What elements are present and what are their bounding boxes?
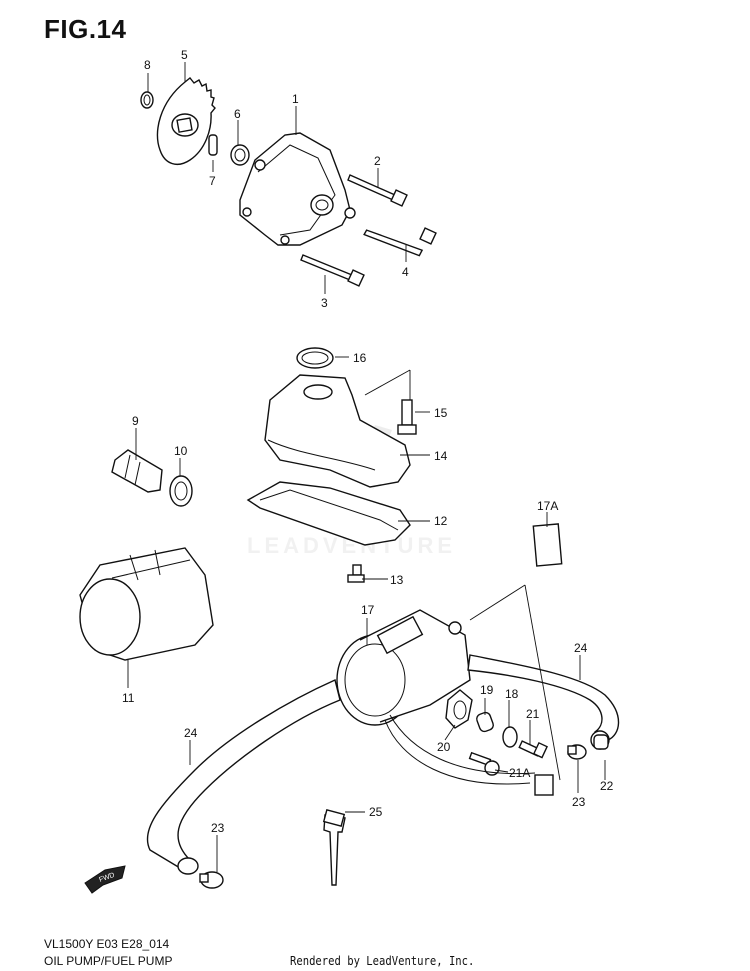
section-name: OIL PUMP/FUEL PUMP: [44, 954, 173, 968]
callout-23-left: 23: [211, 821, 225, 835]
callout-15: 15: [434, 406, 448, 420]
callout-13: 13: [390, 573, 404, 587]
oil-pump-gear: [156, 77, 216, 166]
callout-2: 2: [374, 154, 381, 168]
oil-pump-assembly: [239, 132, 356, 246]
callout-10: 10: [174, 444, 188, 458]
callout-17a: 17A: [537, 499, 558, 513]
callout-16: 16: [353, 351, 367, 365]
dowel-pin: [208, 134, 218, 156]
callout-14: 14: [434, 449, 448, 463]
drain-plug-gasket: [169, 475, 193, 507]
leader-lines: [127, 62, 606, 872]
callout-23-right: 23: [572, 795, 586, 809]
bolt-13: [347, 564, 365, 583]
fuel-pump-label-17a: [532, 523, 563, 567]
callout-25: 25: [369, 805, 383, 819]
callout-1: 1: [292, 92, 299, 106]
bolt-15: [397, 399, 417, 435]
oil-pump-o-ring: [230, 144, 250, 166]
callout-4: 4: [402, 265, 409, 279]
oil-strainer: [246, 481, 411, 546]
callout-8: 8: [144, 58, 151, 72]
callout-7: 7: [209, 174, 216, 188]
hose-clamp-left: [199, 871, 224, 889]
callout-12: 12: [434, 514, 448, 528]
oil-strainer-cover: [264, 374, 411, 488]
bolt-4: [363, 227, 437, 257]
callout-21: 21: [526, 707, 540, 721]
callout-18: 18: [505, 687, 519, 701]
washer-18: [502, 726, 518, 748]
callout-24-left: 24: [184, 726, 198, 740]
callout-9: 9: [132, 414, 139, 428]
callout-19: 19: [480, 683, 494, 697]
fuel-pump-wiring: [384, 714, 554, 796]
cable-tie: [322, 809, 346, 886]
circlip: [140, 91, 154, 109]
callout-22: 22: [600, 779, 614, 793]
callouts: 8 5 6 7 1 2 4 3 16 15 14 12 13 9 10 11 1…: [122, 48, 614, 835]
callout-24-right: 24: [574, 641, 588, 655]
callout-3: 3: [321, 296, 328, 310]
fuel-pump: [336, 609, 471, 726]
model-code: VL1500Y E03 E28_014: [44, 937, 170, 951]
rendered-by-credit: Rendered by LeadVenture, Inc.: [290, 954, 475, 968]
fig-title: FIG.14: [44, 14, 127, 44]
hose-end-22: [593, 734, 609, 750]
bolt-21: [518, 740, 548, 759]
bolt-2: [347, 174, 408, 207]
callout-5: 5: [181, 48, 188, 62]
callout-6: 6: [234, 107, 241, 121]
callout-20: 20: [437, 740, 451, 754]
callout-17: 17: [361, 603, 375, 617]
callout-21a: 21A: [509, 766, 530, 780]
collar-19: [476, 711, 494, 733]
callout-11: 11: [122, 691, 135, 705]
fuel-hose-left: [146, 679, 341, 875]
oil-cooler-o-ring: [296, 347, 334, 369]
fwd-arrow-icon: FWD: [84, 865, 126, 894]
bolt-3: [300, 254, 365, 287]
cushion-20: [445, 689, 473, 729]
hose-clamp-right: [567, 744, 587, 760]
oil-filter: [79, 547, 214, 661]
drain-plug: [111, 449, 163, 493]
